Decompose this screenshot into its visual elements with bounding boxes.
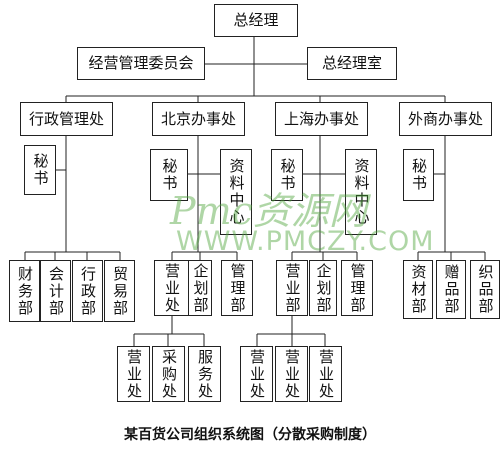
shanghai-dept-box: 企划部 xyxy=(309,260,337,316)
admin-dept-box: 财务部 xyxy=(9,260,40,322)
shanghai-unit-box: 营业处 xyxy=(309,346,342,402)
foreign-dept-box: 资材部 xyxy=(403,260,433,319)
shanghai-dept-box: 管理部 xyxy=(341,260,373,316)
admin-office-box: 行政管理处 xyxy=(20,102,113,136)
shanghai-data-center-box: 资料中心 xyxy=(345,149,377,235)
shanghai-unit-box: 营业处 xyxy=(240,346,273,402)
beijing-unit-box: 营业处 xyxy=(117,346,150,402)
beijing-data-center-box: 资料中心 xyxy=(220,149,252,235)
admin-secretary-box: 秘书 xyxy=(24,145,56,195)
figure-caption: 某百货公司组织系统图（分散采购制度） xyxy=(124,427,376,443)
shanghai-secretary-box: 秘书 xyxy=(271,149,303,201)
beijing-dept-box: 管理部 xyxy=(221,260,253,316)
beijing-unit-box: 服务处 xyxy=(188,346,221,402)
beijing-dept-box: 营业处 xyxy=(154,260,189,316)
gm-office-box: 总经理室 xyxy=(307,47,397,80)
beijing-secretary-box: 秘书 xyxy=(150,149,188,201)
foreign-dept-box: 赠品部 xyxy=(436,260,466,319)
management-committee-box: 经营管理委员会 xyxy=(77,47,205,80)
beijing-unit-box: 采购处 xyxy=(152,346,185,402)
general-manager-box: 总经理 xyxy=(214,4,298,37)
foreign-dept-box: 织品部 xyxy=(470,260,500,319)
shanghai-unit-box: 营业处 xyxy=(275,346,308,402)
shanghai-dept-box: 营业部 xyxy=(276,260,308,316)
shanghai-office-box: 上海办事处 xyxy=(275,102,368,136)
beijing-dept-box: 企划部 xyxy=(188,260,212,316)
foreign-secretary-box: 秘书 xyxy=(403,149,434,201)
admin-dept-box: 行政部 xyxy=(72,260,103,322)
admin-dept-box: 贸易部 xyxy=(104,260,135,322)
foreign-office-box: 外商办事处 xyxy=(399,102,492,136)
admin-dept-box: 会计部 xyxy=(40,260,71,322)
beijing-office-box: 北京办事处 xyxy=(152,102,245,136)
